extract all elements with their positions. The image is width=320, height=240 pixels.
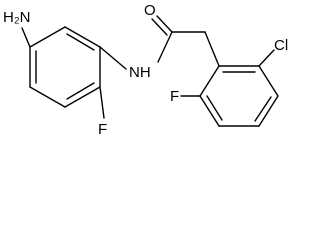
bond <box>258 95 279 127</box>
right-benzene-ring <box>199 65 279 127</box>
double-bond-inner <box>206 95 223 121</box>
double-bond-inner <box>66 82 95 100</box>
bond-to-nh <box>99 46 127 70</box>
fluorine-label-left: F <box>98 121 107 138</box>
bond-to-chloro <box>258 49 275 67</box>
chlorine-label: Cl <box>274 37 288 54</box>
bond <box>199 95 220 127</box>
bond <box>199 65 220 97</box>
carbonyl-oxygen-label: O <box>144 2 156 19</box>
amino-group-label: H₂N <box>3 9 31 26</box>
carbonyl-double-bond-a <box>156 15 173 33</box>
bond <box>64 86 101 108</box>
left-benzene-ring <box>29 26 101 108</box>
structure-diagram: H₂N NH O Cl F F <box>3 2 288 138</box>
bond <box>29 26 66 48</box>
bond <box>29 86 66 108</box>
double-bond-inner <box>254 96 272 122</box>
bond <box>258 65 279 97</box>
carbonyl-double-bond-b <box>151 18 168 36</box>
molecule-canvas: H₂N NH O Cl F F <box>3 2 288 138</box>
bond <box>64 26 101 48</box>
amide-nh-label: NH <box>129 64 151 81</box>
bond-nh-carbonyl <box>157 31 173 63</box>
double-bond-inner <box>66 33 95 51</box>
fluorine-label-right: F <box>170 88 179 105</box>
bond-ch2-ring <box>204 31 220 67</box>
bond-to-fluoro-left <box>99 86 105 119</box>
bond-to-amino <box>21 27 31 48</box>
